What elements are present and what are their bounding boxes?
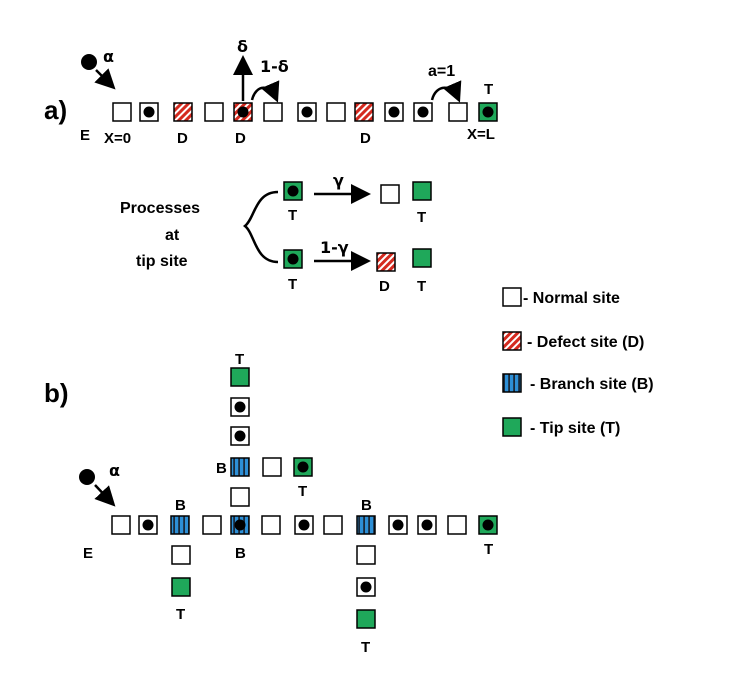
- normal-site: [448, 102, 468, 122]
- hop-arrow-defect: [250, 80, 280, 103]
- branch-label-4: B: [216, 460, 227, 477]
- defect-site: [354, 102, 374, 122]
- processes-title-line1: Processes: [120, 200, 200, 217]
- lattice-row-b: [111, 515, 498, 535]
- particle: [297, 461, 309, 473]
- panel-a-label: a): [44, 95, 67, 125]
- tip-site: [171, 577, 191, 597]
- defect-site: [376, 252, 396, 272]
- entry-arrow: [94, 68, 116, 90]
- tip-top-label: T: [484, 81, 493, 98]
- tip-site: [356, 609, 376, 629]
- particle: [421, 519, 433, 531]
- particle: [287, 253, 299, 265]
- legend-defect-text: - Defect site (D): [527, 334, 644, 351]
- normal-site: [171, 545, 191, 565]
- particle: [482, 106, 494, 118]
- incoming-particle: [81, 54, 97, 70]
- tip-label-main: T: [484, 541, 493, 558]
- tip-label-left-branch: T: [176, 606, 185, 623]
- particle: [234, 401, 246, 413]
- legend-tip-text: - Tip site (T): [530, 420, 620, 437]
- particle: [287, 185, 299, 197]
- branch-label-2: B: [235, 545, 246, 562]
- gamma-label: γ: [333, 171, 344, 190]
- x0-label: X=0: [104, 130, 131, 147]
- delta-label: δ: [237, 37, 248, 56]
- particle: [301, 106, 313, 118]
- normal-site: [202, 515, 222, 535]
- normal-site: [112, 102, 132, 122]
- defect-site: [173, 102, 193, 122]
- particle: [482, 519, 494, 531]
- normal-site: [261, 515, 281, 535]
- legend: - Normal site - Defect site (D) - Branch…: [502, 287, 654, 437]
- one-minus-delta-label: 1-δ: [260, 57, 289, 76]
- branch-site: [170, 515, 190, 535]
- one-minus-gamma-label: 1-γ: [320, 238, 349, 257]
- defect-label-p2: D: [379, 278, 390, 295]
- normal-site: [380, 184, 400, 204]
- normal-site: [263, 102, 283, 122]
- hop-arrow-normal: [430, 80, 462, 103]
- normal-site: [111, 515, 131, 535]
- processes-title-line2: at: [165, 227, 180, 244]
- lattice-row-a: [112, 102, 498, 122]
- xl-label: X=L: [467, 126, 495, 143]
- branch-label-1: B: [175, 497, 186, 514]
- tip-label-side-branch: T: [298, 483, 307, 500]
- defect-label-1: D: [177, 130, 188, 147]
- branch-site: [356, 515, 376, 535]
- legend-branch-swatch: [502, 373, 522, 393]
- normal-site: [447, 515, 467, 535]
- particle: [234, 430, 246, 442]
- particle: [298, 519, 310, 531]
- legend-branch-text: - Branch site (B): [530, 376, 654, 393]
- particle: [388, 106, 400, 118]
- tip-label-p1-result: T: [417, 209, 426, 226]
- particle: [237, 106, 249, 118]
- incoming-particle: [79, 469, 95, 485]
- particle: [142, 519, 154, 531]
- particle: [143, 106, 155, 118]
- branch-site: [230, 457, 250, 477]
- tip-site: [230, 367, 250, 387]
- entry-label-e-b: E: [83, 545, 93, 562]
- tip-label-p1: T: [288, 207, 297, 224]
- tip-label-top-branch: T: [235, 351, 244, 368]
- brace: [243, 190, 279, 264]
- legend-tip-swatch: [502, 417, 522, 437]
- alpha-rate-label-b: α: [109, 461, 120, 480]
- tip-site: [412, 181, 432, 201]
- particle: [417, 106, 429, 118]
- legend-normal-text: - Normal site: [523, 290, 620, 307]
- normal-site: [262, 457, 282, 477]
- alpha-rate-label: α: [103, 47, 114, 66]
- legend-normal-swatch: [502, 287, 522, 307]
- defect-label-2: D: [235, 130, 246, 147]
- particle: [234, 519, 246, 531]
- particle: [392, 519, 404, 531]
- normal-site: [326, 102, 346, 122]
- processes-title-line3: tip site: [136, 253, 188, 270]
- tip-label-right-branch: T: [361, 639, 370, 656]
- branch-label-3: B: [361, 497, 372, 514]
- tip-site: [412, 248, 432, 268]
- tip-label-p2: T: [288, 276, 297, 293]
- normal-site: [356, 545, 376, 565]
- normal-site: [204, 102, 224, 122]
- tip-label-p2-result: T: [417, 278, 426, 295]
- defect-label-3: D: [360, 130, 371, 147]
- legend-defect-swatch: [502, 331, 522, 351]
- entry-arrow-b: [94, 484, 116, 507]
- entry-label-e: E: [80, 127, 90, 144]
- panel-b-label: b): [44, 378, 69, 408]
- panel-a: a) E α δ: [44, 37, 498, 295]
- panel-b: b) α E B B B T: [44, 351, 498, 656]
- particle: [360, 581, 372, 593]
- normal-site: [230, 487, 250, 507]
- normal-site: [323, 515, 343, 535]
- hop-rate-label: a=1: [428, 63, 455, 80]
